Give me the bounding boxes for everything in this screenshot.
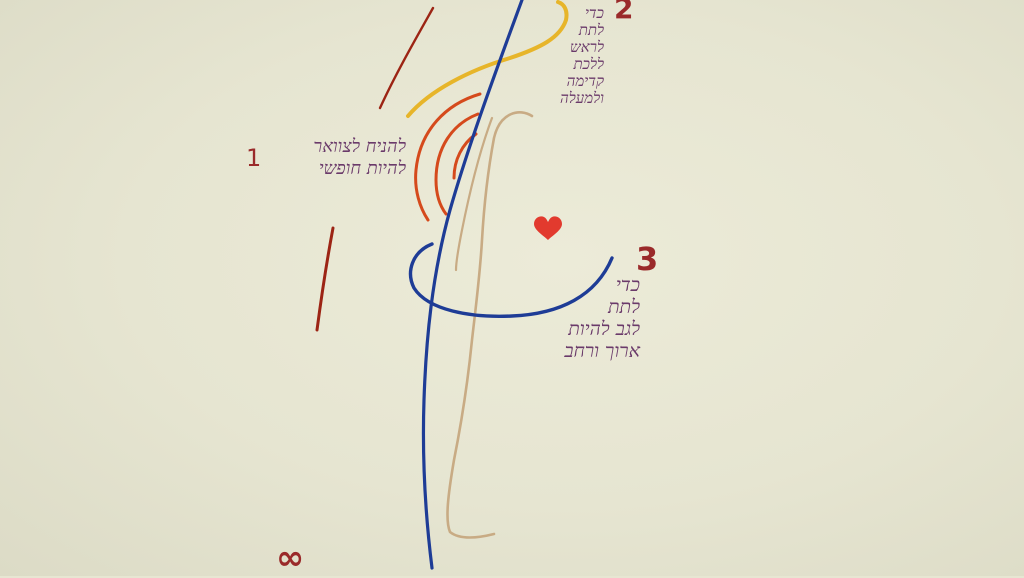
note-3-line: לגב להיות — [564, 320, 640, 342]
step-number-3: 3 — [636, 240, 658, 278]
note-1: להניח לצוואר להיות חופשי — [313, 138, 406, 182]
left-stroke-lower — [317, 228, 333, 330]
note-1-line: להניח לצוואר — [313, 138, 406, 160]
note-3-line: כדי — [564, 276, 640, 298]
note-2: כדי לתת לראש ללכת קדימה ולמעלה — [560, 6, 604, 108]
heart-icon — [534, 216, 562, 240]
left-stroke-upper — [380, 8, 433, 108]
note-2-line: ולמעלה — [560, 91, 604, 108]
infinity-mark: ∞ — [276, 538, 304, 578]
spine-line — [423, 0, 522, 568]
step-number-1: 1 — [246, 144, 261, 172]
note-3: כדי לתת לגב להיות ארוך ורחב — [564, 276, 640, 364]
step-number-2: 2 — [614, 0, 633, 25]
neck-arc-outer — [416, 94, 480, 220]
note-3-line: ארוך ורחב — [564, 342, 640, 364]
note-1-line: להיות חופשי — [313, 160, 406, 182]
note-3-line: לתת — [564, 298, 640, 320]
